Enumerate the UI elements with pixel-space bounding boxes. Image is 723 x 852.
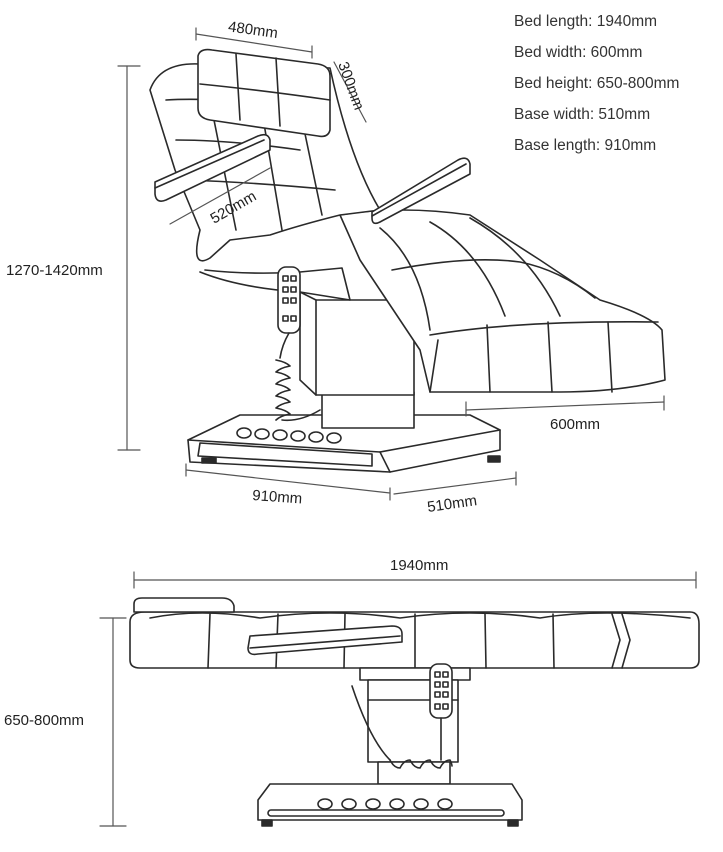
- spec-bed-height: Bed height: 650-800mm: [514, 75, 680, 92]
- hand-remote: [275, 266, 321, 422]
- perspective-view: [117, 27, 666, 501]
- dim-label-headrest-width: 480mm: [227, 18, 279, 42]
- armrest-left: [154, 133, 271, 202]
- dim-label-bed-height: 650-800mm: [4, 712, 85, 729]
- dim-label-bed-length: 1940mm: [390, 557, 449, 574]
- dim-label-base-length: 910mm: [252, 487, 303, 507]
- side-view: [99, 571, 700, 827]
- dim-label-total-height: 1270-1420mm: [6, 262, 103, 279]
- dimension-lines-side: [99, 571, 697, 827]
- spec-base-length: Base length: 910mm: [514, 137, 657, 154]
- hand-remote-side: [351, 663, 453, 769]
- dim-label-bed-width: 600mm: [550, 416, 601, 433]
- spec-base-width: Base width: 510mm: [514, 106, 651, 123]
- headrest-side: [133, 597, 235, 613]
- dimension-lines-perspective: [117, 27, 665, 501]
- lift-pillar: [299, 291, 415, 429]
- bed-surface-side: [129, 611, 700, 669]
- headrest: [197, 48, 331, 138]
- leg-section: [339, 209, 666, 393]
- armrest-side: [247, 625, 403, 656]
- base-foot-buttons-side: [317, 798, 453, 810]
- spec-bed-length: Bed length: 1940mm: [514, 13, 658, 30]
- base-foot-buttons: [236, 427, 342, 444]
- dim-label-base-width: 510mm: [426, 492, 478, 516]
- armrest-right: [371, 157, 471, 225]
- spec-bed-width: Bed width: 600mm: [514, 44, 643, 61]
